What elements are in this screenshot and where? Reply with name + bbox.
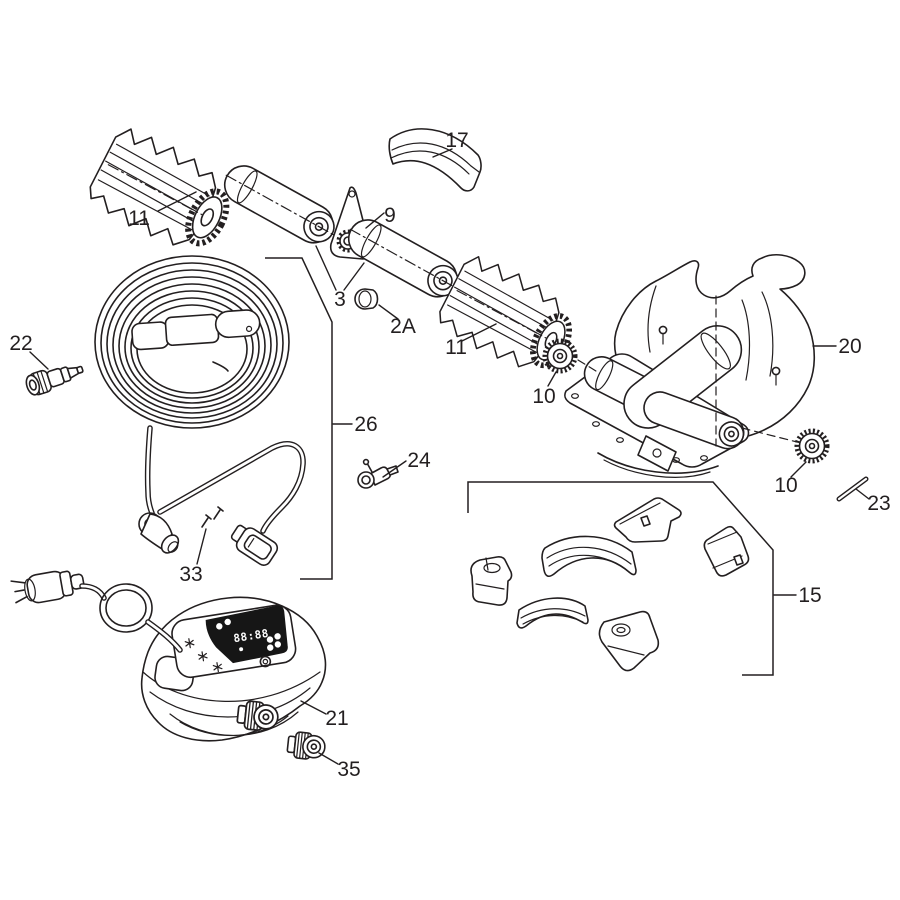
brush-roller-assembly [83, 122, 585, 384]
pin-23 [836, 476, 869, 502]
leader-33 [196, 528, 207, 565]
kit-strip-short [516, 597, 589, 629]
power-button [259, 655, 272, 668]
cable-coil [94, 255, 290, 429]
callout-35: 35 [337, 758, 360, 781]
display-readout: 88:88 [233, 627, 270, 645]
callout-10-top: 10 [532, 385, 555, 408]
power-supply-21: 88:88 [140, 596, 327, 742]
callout-15: 15 [798, 584, 821, 607]
callout-9: 9 [384, 204, 396, 227]
callout-33: 33 [179, 563, 202, 586]
kit-corner-block-bottom [598, 610, 660, 672]
main-body-housing-20 [564, 253, 816, 478]
kit-top-bar [613, 497, 682, 543]
cord-loop [99, 583, 153, 633]
callout-23: 23 [867, 492, 890, 515]
wear-parts-kit-15 [470, 497, 750, 672]
leader-21 [300, 700, 327, 715]
callout-10-bottom: 10 [774, 474, 797, 497]
callout-labels: 11 17 9 3 2A 11 10 20 10 23 22 26 24 33 … [9, 129, 890, 781]
swivel-connector-22 [25, 365, 84, 396]
leader-3b [343, 262, 365, 291]
leader-11-right [461, 323, 497, 342]
leader-10-bottom [790, 461, 807, 478]
bracket-26 [265, 257, 333, 580]
leader-11-left [157, 191, 197, 212]
callout-20: 20 [838, 335, 861, 358]
leader-23 [855, 488, 870, 500]
brush-left [83, 122, 243, 263]
end-cap-2A [354, 288, 379, 310]
cable-end-plug [230, 524, 279, 566]
leader-9 [365, 212, 385, 229]
sprocket-gear-bottom [797, 431, 827, 461]
callout-3: 3 [334, 288, 346, 311]
leader-24 [382, 460, 407, 478]
fitting-24 [357, 458, 399, 489]
leader-10-top [547, 371, 557, 387]
drive-cylinder-lower [643, 391, 745, 450]
leader-3a [315, 245, 337, 291]
floating-cable-assembly [94, 255, 306, 566]
knob-35 [285, 730, 327, 762]
callout-24: 24 [407, 449, 431, 472]
callout-11-left: 11 [128, 207, 150, 230]
callout-17: 17 [445, 129, 468, 152]
leader-35 [318, 752, 339, 765]
callout-2A: 2A [390, 315, 416, 338]
leader-17 [432, 148, 453, 158]
power-plug-cord [10, 570, 183, 653]
callout-leaders [29, 148, 870, 765]
kit-strip-long [541, 535, 637, 578]
kit-corner-block-left [470, 556, 513, 606]
callout-26: 26 [354, 413, 377, 436]
mode-icons [184, 638, 223, 673]
top-panel-17 [388, 128, 482, 192]
power-plug [10, 570, 85, 604]
kit-corner-block-right [703, 525, 750, 577]
callout-22: 22 [9, 332, 32, 355]
screws-33 [201, 506, 224, 528]
cable-elbow-connector [138, 512, 180, 554]
bracket-15 [467, 481, 774, 676]
leader-22 [29, 351, 49, 370]
cable-float [131, 309, 261, 351]
control-panel: 88:88 [171, 604, 297, 679]
leader-2A [378, 304, 399, 320]
callout-11-right: 11 [445, 336, 467, 359]
callout-21: 21 [325, 707, 348, 730]
cable-inner-tip [212, 361, 229, 372]
